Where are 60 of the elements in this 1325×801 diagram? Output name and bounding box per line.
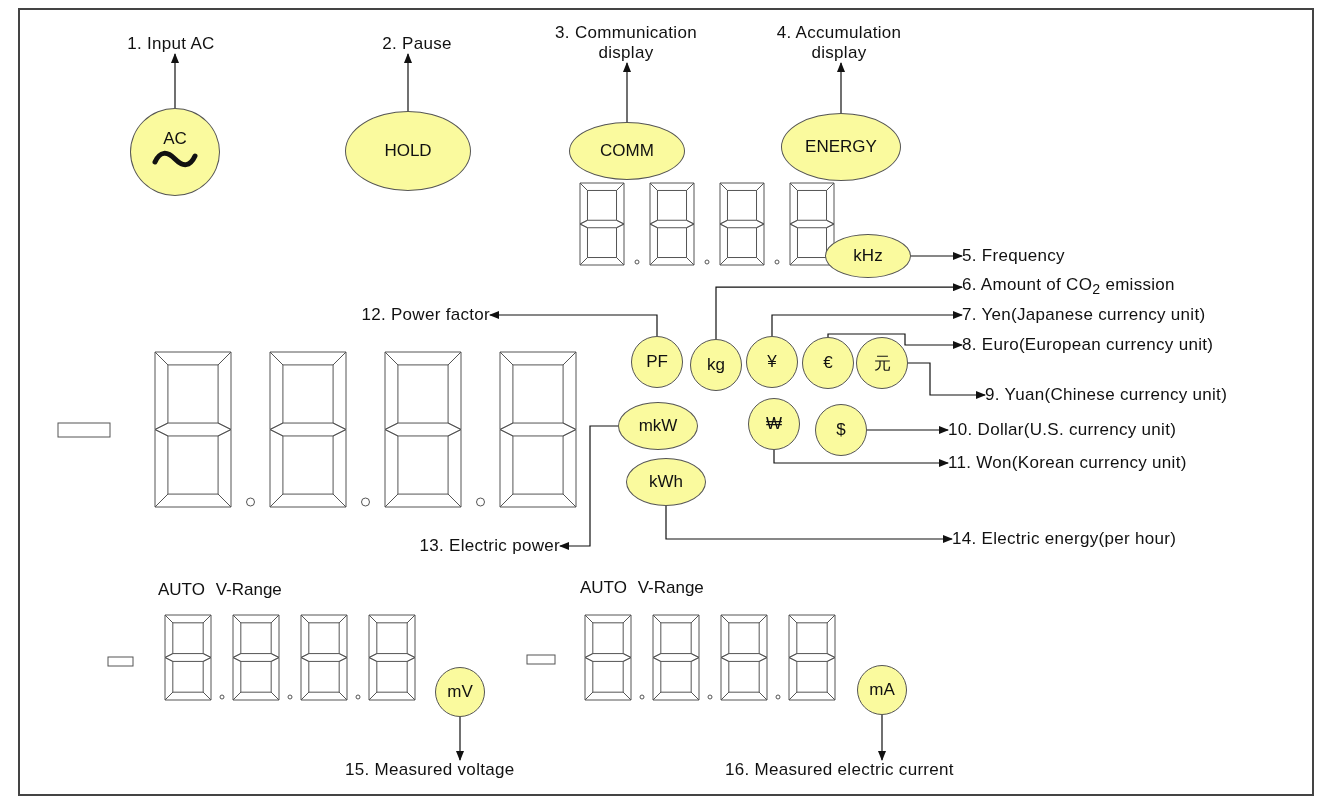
- indicator-circle: [857, 665, 907, 715]
- callout-text: 2. Pause: [382, 34, 452, 54]
- arrow: [456, 716, 464, 761]
- callout-text: 14. Electric energy(per hour): [952, 529, 1177, 549]
- indicator-circle: [631, 336, 683, 388]
- indicator-label: mA: [869, 680, 895, 700]
- indicator-circle: [856, 337, 908, 389]
- arrow: [910, 252, 963, 260]
- arrow: [907, 362, 986, 399]
- indicator-label: mkW: [638, 416, 678, 436]
- indicator-label: mV: [447, 682, 473, 702]
- callout-text: 9. Yuan(Chinese currency unit): [985, 385, 1228, 405]
- indicator-label: PF: [646, 352, 668, 372]
- arrow: [623, 62, 631, 123]
- indicator-label: kg: [707, 355, 725, 375]
- indicator-label: AC: [163, 129, 187, 149]
- indicator-circle: [746, 336, 798, 388]
- arrow: [404, 53, 412, 112]
- callout-text: 5. Frequency: [962, 246, 1065, 266]
- arrow: [559, 425, 619, 550]
- indicator-circle: [748, 398, 800, 450]
- callout-text: 4. Accumulation display: [759, 23, 919, 63]
- callout-text: 7. Yen(Japanese currency unit): [962, 305, 1206, 325]
- indicator-label: ENERGY: [805, 137, 877, 157]
- callout-text: 3. Communication display: [531, 23, 721, 63]
- arrow: [665, 505, 953, 543]
- indicator-label: ₩: [765, 414, 782, 434]
- callout-text: 1. Input AC: [127, 34, 215, 54]
- mode-label: AUTO V-Range: [158, 580, 282, 600]
- indicator-label: kHz: [853, 246, 883, 266]
- arrow: [878, 714, 886, 761]
- arrow: [837, 62, 845, 114]
- indicator-label: €: [823, 353, 833, 373]
- indicator-label: $: [836, 420, 846, 440]
- indicator-circle: [690, 339, 742, 391]
- callout-text: 10. Dollar(U.S. currency unit): [948, 420, 1177, 440]
- indicator-label: kWh: [649, 472, 683, 492]
- indicator-label: HOLD: [384, 141, 432, 161]
- indicator-circle: [802, 337, 854, 389]
- indicator-label: COMM: [600, 141, 654, 161]
- indicator-label: ¥: [767, 352, 777, 372]
- arrow: [866, 426, 949, 434]
- indicator-label: 元: [873, 352, 891, 375]
- arrow: [773, 449, 949, 467]
- callout-text: 16. Measured electric current: [725, 760, 954, 780]
- arrow: [171, 53, 179, 109]
- mode-label: AUTO V-Range: [580, 578, 704, 598]
- callout-text: 11. Won(Korean currency unit): [948, 453, 1187, 473]
- callout-text: 15. Measured voltage: [345, 760, 515, 780]
- arrow: [827, 333, 963, 349]
- indicator-circle: [815, 404, 867, 456]
- callout-text: 6. Amount of CO$_{2}$ emission: [962, 275, 1175, 300]
- arrow: [489, 311, 658, 337]
- callout-text: 13. Electric power: [419, 536, 560, 556]
- indicator-circle: [435, 667, 485, 717]
- arrow: [715, 283, 963, 340]
- arrow: [771, 311, 963, 337]
- callout-text: 12. Power factor: [361, 305, 490, 325]
- indicator-ellipse: [825, 234, 911, 278]
- callout-text: 8. Euro(European currency unit): [962, 335, 1214, 355]
